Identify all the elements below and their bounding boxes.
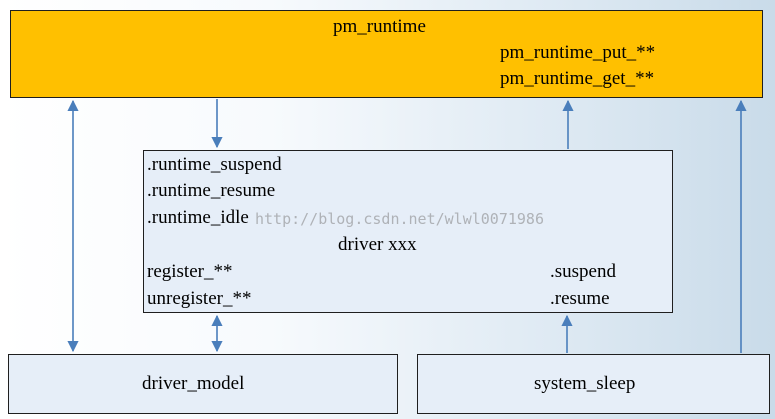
- runtime-idle-label: .runtime_idle: [147, 207, 249, 228]
- pm-runtime-put-label: pm_runtime_put_**: [500, 42, 656, 63]
- watermark-text: http://blog.csdn.net/wlwl0071986: [255, 210, 544, 228]
- system-sleep-box: system_sleep: [417, 354, 770, 414]
- suspend-label: .suspend: [550, 261, 616, 282]
- runtime-resume-label: .runtime_resume: [147, 180, 276, 201]
- runtime-suspend-label: .runtime_suspend: [147, 154, 282, 175]
- pm-runtime-title: pm_runtime: [333, 16, 426, 37]
- unregister-label: unregister_**: [147, 288, 252, 309]
- pm-runtime-get-label: pm_runtime_get_**: [500, 68, 655, 89]
- driver-xxx-box: .runtime_suspend .runtime_resume .runtim…: [143, 150, 673, 313]
- pm-runtime-box: pm_runtime pm_runtime_put_** pm_runtime_…: [10, 10, 763, 98]
- driver-model-box: driver_model: [8, 354, 398, 414]
- system-sleep-label: system_sleep: [534, 373, 636, 394]
- driver-name-label: driver xxx: [338, 234, 417, 255]
- driver-model-label: driver_model: [142, 373, 245, 394]
- register-label: register_**: [147, 261, 233, 282]
- resume-label: .resume: [550, 288, 610, 309]
